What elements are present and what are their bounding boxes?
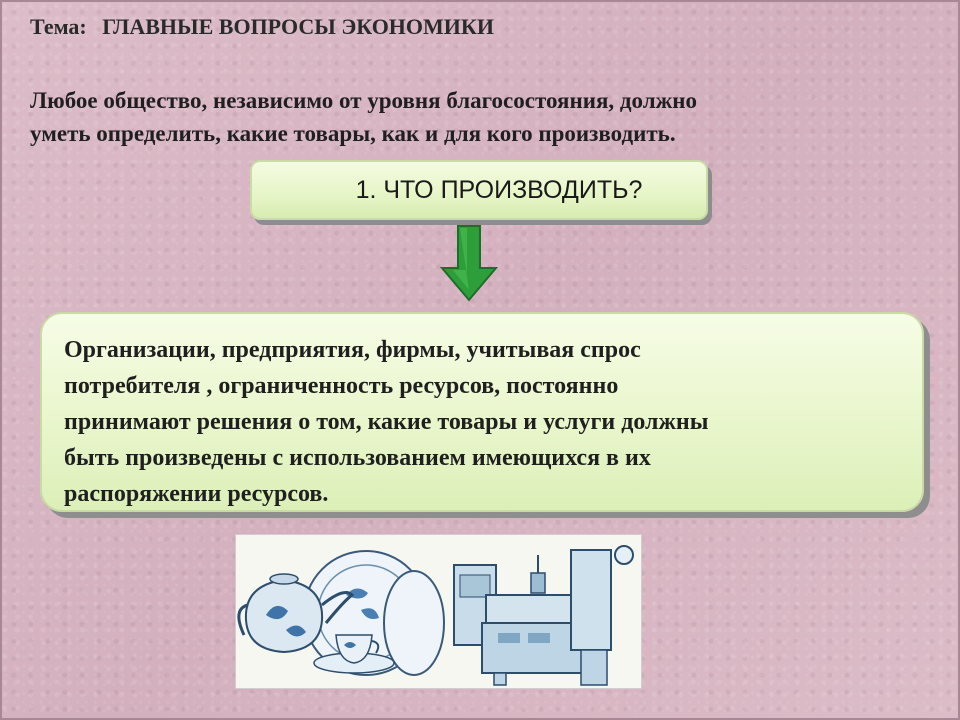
question-box: 1. ЧТО ПРОИЗВОДИТЬ? [250,160,708,220]
intro-line: уметь определить, какие товары, как и дл… [30,121,676,146]
answer-line: принимают решения о том, какие товары и … [64,409,709,435]
intro-line: Любое общество, независимо от уровня бла… [30,88,698,113]
answer-line: распоряжении ресурсов. [64,481,329,507]
answer-box: Организации, предприятия, фирмы, учитыва… [40,312,924,512]
answer-line: быть произведены с использованием имеющи… [64,445,651,471]
answer-line: Организации, предприятия, фирмы, учитыва… [64,337,641,363]
illustration [235,534,642,689]
dishes-and-machine-tool-illustration [237,545,634,686]
question-text: 1. ЧТО ПРОИЗВОДИТЬ? [355,175,643,204]
arrow-down-icon [439,225,499,302]
topic-title: ГЛАВНЫЕ ВОПРОСЫ ЭКОНОМИКИ [102,14,494,39]
topic-label: Тема: [30,14,87,39]
answer-line: потребителя , ограниченность ресурсов, п… [64,373,619,399]
intro-text: Любое общество, независимо от уровня бла… [30,84,940,150]
topic-heading: Тема: ГЛАВНЫЕ ВОПРОСЫ ЭКОНОМИКИ [30,14,494,40]
